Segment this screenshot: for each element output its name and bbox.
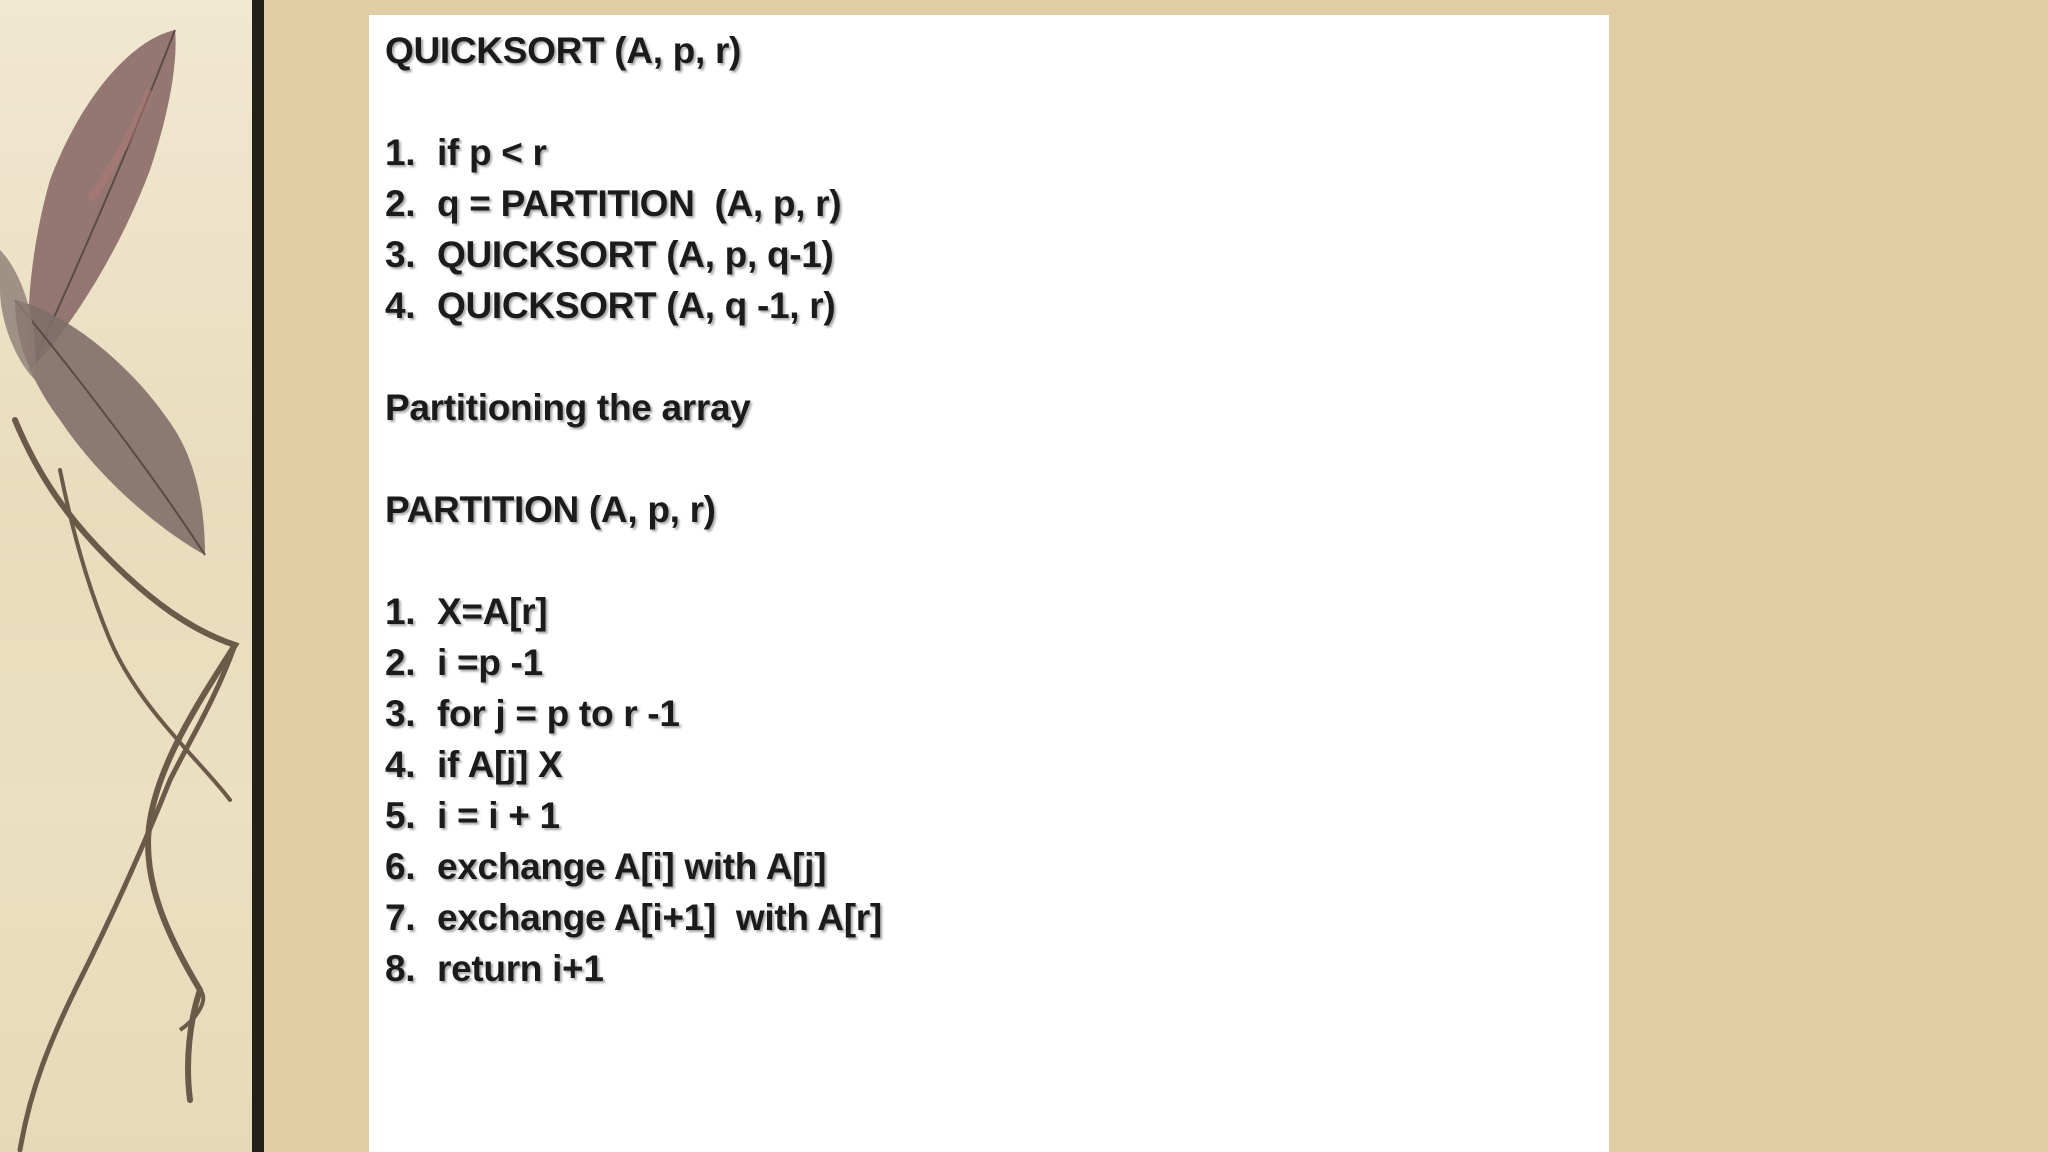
step-number: 2. [385,183,416,224]
step-number: 3. [385,234,416,275]
step-number: 6. [385,846,416,887]
partition-step: 8. return i+1 [385,943,882,994]
spacer [385,76,882,127]
pseudocode-text: QUICKSORT (A, p, r) 1. if p < r 2. q = PAR… [385,25,882,994]
spacer [385,433,882,484]
quicksort-step: 2. q = PARTITION (A, p, r) [385,178,882,229]
leaf-branch-illustration [0,29,252,1152]
step-text: if A[j] X [437,744,563,785]
partition-step: 3. for j = p to r -1 [385,688,882,739]
step-text: if p < r [437,132,547,173]
partition-step: 6. exchange A[i] with A[j] [385,841,882,892]
step-text: for j = p to r -1 [437,693,680,734]
step-text: return i+1 [437,948,604,989]
step-number: 4. [385,744,416,785]
step-text: i =p -1 [437,642,543,683]
step-text: QUICKSORT (A, p, q-1) [437,234,834,275]
step-text: i = i + 1 [437,795,560,836]
spacer [385,331,882,382]
step-number: 8. [385,948,416,989]
spacer [385,535,882,586]
step-text: QUICKSORT (A, q -1, r) [437,285,836,326]
step-number: 3. [385,693,416,734]
partition-step: 5. i = i + 1 [385,790,882,841]
partition-heading: PARTITION (A, p, r) [385,489,716,530]
quicksort-heading: QUICKSORT (A, p, r) [385,30,742,71]
partition-step: 7. exchange A[i+1] with A[r] [385,892,882,943]
slide-content-area: QUICKSORT (A, p, r) 1. if p < r 2. q = PAR… [369,15,1609,1152]
decorative-leaf-panel [0,0,252,1152]
step-text: exchange A[i+1] with A[r] [437,897,882,938]
step-text: exchange A[i] with A[j] [437,846,827,887]
partition-step: 4. if A[j] X [385,739,882,790]
partition-step: 2. i =p -1 [385,637,882,688]
step-text: q = PARTITION (A, p, r) [437,183,842,224]
vertical-divider-bar [252,0,264,1152]
step-number: 5. [385,795,416,836]
quicksort-step: 3. QUICKSORT (A, p, q-1) [385,229,882,280]
quicksort-step: 4. QUICKSORT (A, q -1, r) [385,280,882,331]
partition-step: 1. X=A[r] [385,586,882,637]
section-title: Partitioning the array [385,387,751,428]
step-number: 4. [385,285,416,326]
step-number: 2. [385,642,416,683]
step-text: X=A[r] [437,591,548,632]
quicksort-step: 1. if p < r [385,127,882,178]
step-number: 1. [385,132,416,173]
step-number: 1. [385,591,416,632]
step-number: 7. [385,897,416,938]
